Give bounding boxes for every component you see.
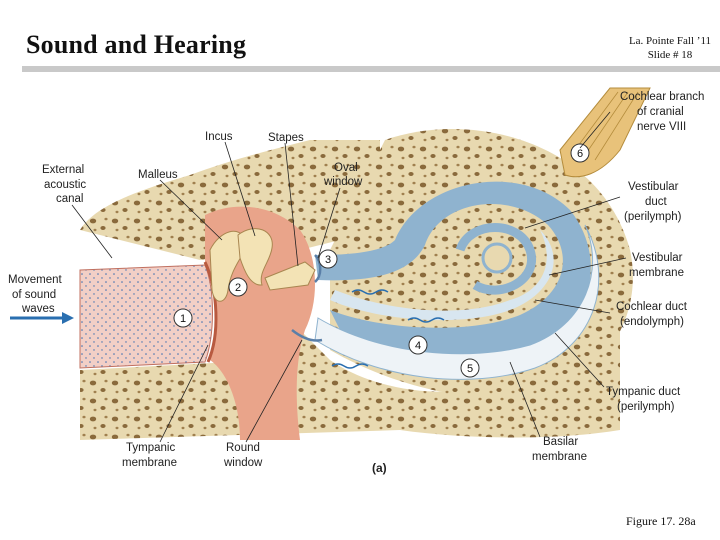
label-external-canal-2: acoustic: [44, 179, 86, 191]
label-basilar-membrane-2: membrane: [532, 451, 587, 463]
label-oval-window-1: Oval: [334, 162, 358, 174]
temporal-bone-upper: [80, 140, 380, 260]
course-info: La. Pointe Fall ’11 Slide # 18: [622, 34, 718, 62]
label-round-window-1: Round: [226, 442, 260, 454]
step-marker-3: 3: [318, 249, 338, 269]
label-cochlear-duct-2: (endolymph): [620, 316, 684, 328]
label-external-canal-3: canal: [56, 193, 84, 205]
label-tympanic-membrane-1: Tympanic: [126, 442, 175, 454]
cochlea-apex: [481, 242, 513, 274]
svg-text:3: 3: [325, 254, 331, 266]
svg-text:2: 2: [235, 282, 241, 294]
external-acoustic-canal: [79, 264, 213, 369]
slide-number: Slide # 18: [647, 49, 693, 61]
svg-text:1: 1: [180, 313, 186, 325]
step-marker-4: 4: [408, 335, 428, 355]
stapes-shape: [264, 261, 316, 291]
label-cochlear-branch-3: nerve VIII: [637, 121, 686, 133]
course-term: La. Pointe Fall ’11: [628, 35, 712, 47]
label-oval-window-2: window: [323, 176, 363, 188]
pressure-wave-1: [351, 289, 389, 295]
label-vestibular-duct-1: Vestibular: [628, 181, 679, 193]
label-vestibular-membrane-2: membrane: [629, 267, 684, 279]
oval-window-shape: [314, 254, 322, 283]
svg-text:6: 6: [577, 148, 583, 160]
label-round-window-2: window: [223, 457, 263, 469]
label-tympanic-membrane-2: membrane: [122, 457, 177, 469]
svg-text:5: 5: [467, 363, 473, 375]
label-cochlear-duct-1: Cochlear duct: [616, 301, 688, 313]
label-stapes: Stapes: [268, 132, 304, 144]
label-tympanic-duct-1: Tympanic duct: [606, 386, 681, 398]
label-vestibular-membrane-1: Vestibular: [632, 252, 683, 264]
label-movement-2: of sound: [12, 289, 56, 301]
label-basilar-membrane-1: Basilar: [543, 436, 578, 448]
leader-lines: [71, 111, 627, 443]
title-divider: [22, 66, 720, 72]
label-movement-1: Movement: [8, 274, 62, 286]
round-window-shape: [291, 329, 323, 342]
label-vestibular-duct-2: duct: [645, 196, 668, 208]
label-external-canal-1: External: [42, 164, 84, 176]
label-cochlear-branch-1: Cochlear branch: [620, 91, 704, 103]
slide-title: Sound and Hearing: [26, 30, 247, 59]
tympanic-membrane-shape: [203, 261, 218, 363]
malleus-shape: [209, 230, 246, 302]
tympanic-duct-shape: [314, 224, 600, 380]
label-cochlear-branch-2: of cranial: [637, 106, 684, 118]
temporal-bone-lower: [80, 300, 620, 440]
cochlea-inner-turn: [455, 223, 537, 295]
label-incus: Incus: [205, 131, 233, 143]
vestibular-duct-shape: [315, 181, 591, 361]
step-marker-1: 1: [173, 308, 193, 328]
sound-arrow-head: [62, 312, 74, 324]
label-vestibular-duct-3: (perilymph): [624, 211, 682, 223]
step-marker-6: 6: [570, 143, 590, 163]
label-malleus: Malleus: [138, 169, 178, 181]
panel-label: (a): [372, 461, 387, 475]
label-movement-3: waves: [21, 303, 55, 315]
incus-shape: [237, 228, 273, 286]
step-marker-2: 2: [228, 277, 248, 297]
pressure-wave-3: [331, 363, 369, 369]
figure-reference: Figure 17. 28a: [626, 514, 696, 528]
svg-text:4: 4: [415, 340, 421, 352]
label-tympanic-duct-2: (perilymph): [617, 401, 675, 413]
pressure-wave-2: [407, 317, 445, 323]
step-marker-5: 5: [460, 358, 480, 378]
